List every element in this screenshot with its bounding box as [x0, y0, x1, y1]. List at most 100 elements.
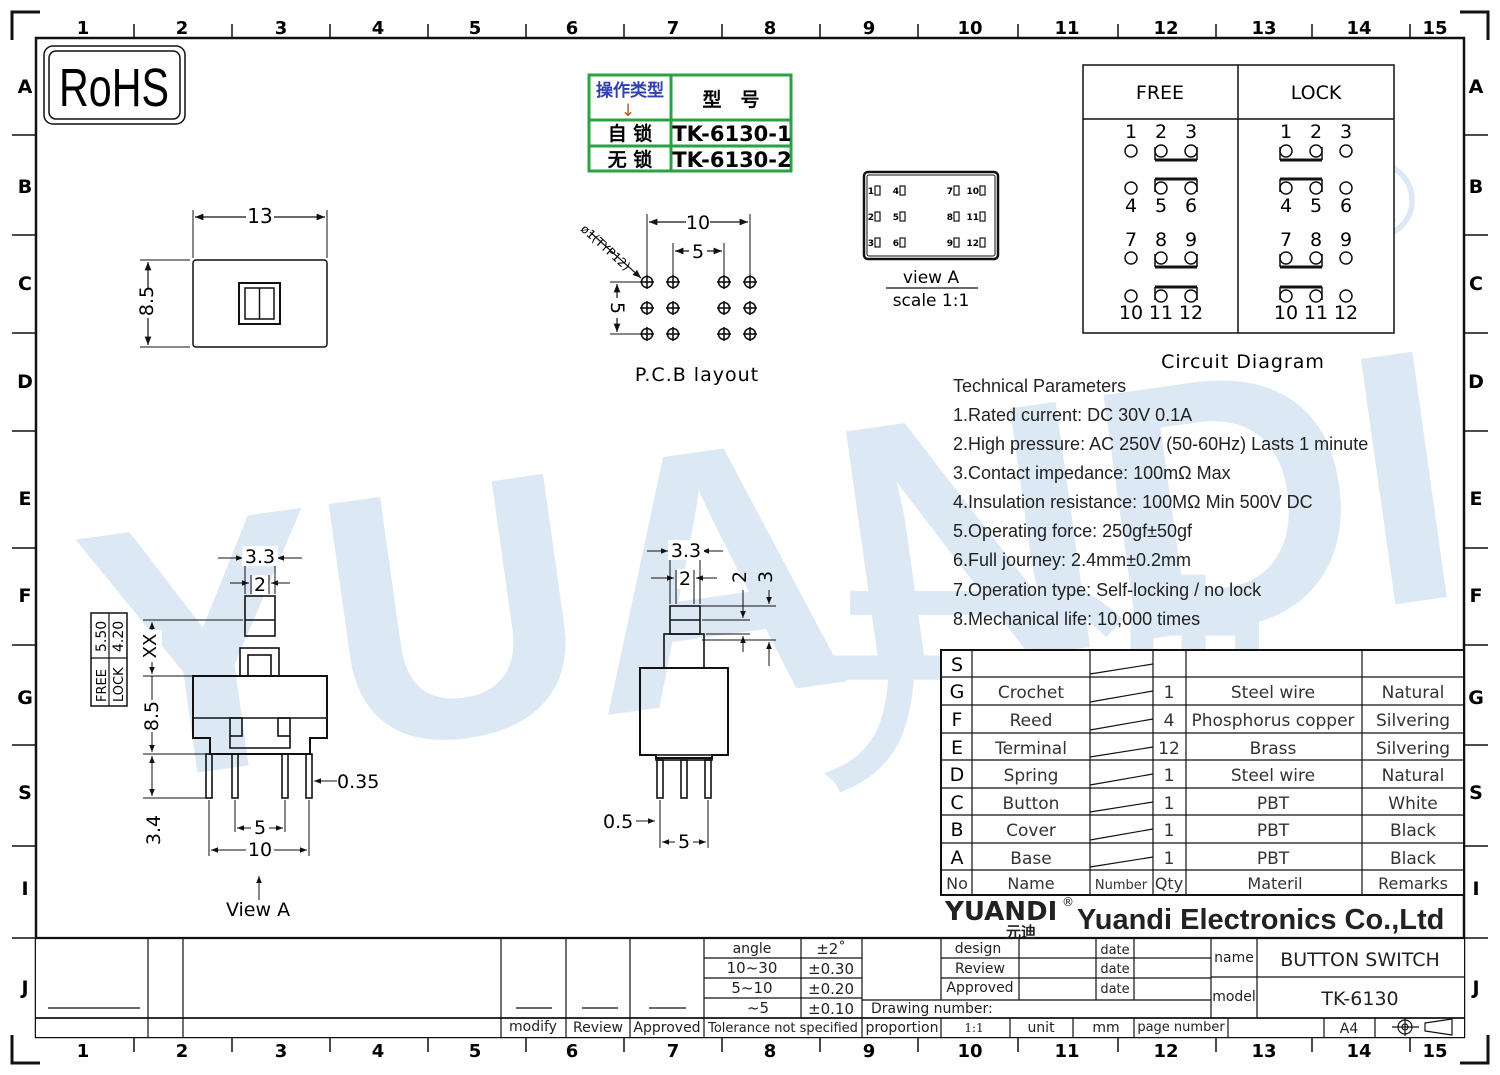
- pcb-hole-note: ø1(TYP12): [578, 222, 633, 274]
- bom-material: Steel wire: [1231, 683, 1315, 703]
- column-label: 13: [1251, 18, 1276, 39]
- row-label: J: [19, 977, 28, 999]
- top-view-height: 8.5: [136, 286, 158, 316]
- model-row-2-model: TK-6130-2: [672, 148, 791, 172]
- column-label: 7: [667, 1041, 680, 1062]
- bom-material: PBT: [1257, 849, 1290, 869]
- bom-no: A: [951, 847, 964, 869]
- view-a-pin-label: 2: [868, 213, 874, 223]
- row-label: S: [1469, 782, 1483, 804]
- tb-modify: modify: [509, 1019, 557, 1035]
- tech-item: 4.Insulation resistance: 100MΩ Min 500V …: [953, 492, 1313, 512]
- column-label: 8: [764, 1041, 777, 1062]
- row-label: G: [17, 687, 33, 709]
- bom-name: Button: [1003, 794, 1060, 814]
- tol-value: ±2˚: [816, 940, 846, 958]
- side-dim-2: 2: [679, 568, 691, 590]
- tb-mm: mm: [1092, 1020, 1119, 1036]
- column-label: 13: [1251, 1041, 1276, 1062]
- tb-approved: Approved: [946, 980, 1013, 996]
- bom-remarks: Natural: [1382, 683, 1445, 703]
- column-label: 5: [469, 1041, 482, 1062]
- column-label: 8: [764, 18, 777, 39]
- bom-qty: 1: [1164, 849, 1175, 869]
- logo-reg: ®: [1062, 895, 1074, 909]
- view-a-pin-label: 1: [868, 187, 874, 197]
- view-a-pin: [874, 237, 881, 248]
- bom-name: Base: [1010, 849, 1051, 869]
- row-label: S: [18, 782, 32, 804]
- front-view-label: View A: [226, 899, 290, 921]
- tech-item: 6.Full journey: 2.4mm±0.2mm: [953, 550, 1191, 570]
- circuit-pin-label: 6: [1185, 195, 1197, 217]
- tol-label: 5~10: [731, 979, 772, 997]
- circuit-contact: [1124, 251, 1138, 265]
- tb-ratio: 1:1: [964, 1021, 983, 1035]
- tech-item: 5.Operating force: 250gf±50gf: [953, 521, 1193, 541]
- bom-qty: 12: [1158, 739, 1180, 759]
- circuit-pin-label: 2: [1155, 121, 1167, 143]
- view-a-pin-label: 6: [893, 239, 899, 249]
- view-a-pin-label: 7: [947, 187, 953, 197]
- tol-label: ~5: [747, 999, 769, 1017]
- model-table-type-header: 操作类型: [596, 80, 664, 101]
- front-dim-pin: 3.4: [143, 815, 165, 845]
- view-a-pin-label: 12: [966, 239, 979, 249]
- bom-no: B: [950, 819, 963, 841]
- pcb-row-pitch: 5: [606, 302, 628, 314]
- tol-note: Tolerance not specified: [707, 1021, 858, 1036]
- circuit-pin-label: 7: [1125, 229, 1137, 251]
- tb-unit: unit: [1027, 1020, 1055, 1036]
- circuit-pin-label: 7: [1280, 229, 1292, 251]
- row-label: J: [1470, 977, 1479, 999]
- bom-remarks: Black: [1390, 849, 1436, 869]
- circuit-pin-label: 11: [1149, 302, 1173, 324]
- circuit-free: FREE: [1136, 82, 1184, 104]
- row-label: F: [1470, 585, 1483, 607]
- column-label: 4: [372, 18, 385, 39]
- side-dim-pitch-5: 5: [678, 831, 690, 853]
- column-label: 15: [1422, 1041, 1447, 1062]
- tb-drawing-number: Drawing number:: [871, 1001, 993, 1017]
- bom-name: Cover: [1006, 821, 1056, 841]
- tech-item: 1.Rated current: DC 30V 0.1A: [953, 405, 1192, 425]
- tb-date: date: [1100, 943, 1129, 958]
- bom-no: S: [951, 654, 963, 676]
- column-label: 9: [863, 18, 876, 39]
- bom-no: G: [950, 681, 965, 703]
- front-dim-3-3: 3.3: [245, 546, 275, 568]
- circuit-pin-label: 1: [1280, 121, 1292, 143]
- circuit-pin-label: 1: [1125, 121, 1137, 143]
- circuit-contact: [1339, 251, 1353, 265]
- column-label: 3: [275, 18, 288, 39]
- side-dim-v2: 2: [729, 571, 751, 583]
- tb-date: date: [1100, 982, 1129, 997]
- bom-qty: 1: [1164, 794, 1175, 814]
- bom-material: Brass: [1250, 739, 1297, 759]
- technical-parameters: Technical Parameters 1.Rated current: DC…: [953, 376, 1368, 629]
- front-dim-xx: XX: [140, 634, 161, 659]
- column-label: 10: [957, 1041, 982, 1062]
- view-a-pin: [953, 211, 960, 222]
- view-a-scale: scale 1:1: [893, 291, 970, 311]
- state-lock: LOCK: [112, 667, 127, 702]
- tol-label: 10~30: [727, 959, 778, 977]
- bom-qty: 1: [1164, 683, 1175, 703]
- state-lock-value: 4.20: [111, 621, 127, 652]
- view-a-pin-label: 3: [868, 239, 874, 249]
- row-label: D: [1468, 371, 1484, 393]
- tb-review: Review: [955, 961, 1005, 977]
- logo: YUANDI: [944, 897, 1057, 927]
- view-a-pin: [953, 237, 960, 248]
- column-label: 2: [176, 1041, 189, 1062]
- bom-header: No: [946, 874, 968, 893]
- view-a-label: view A: [903, 268, 960, 288]
- circuit-pin-label: 3: [1185, 121, 1197, 143]
- circuit-pin-label: 5: [1310, 195, 1322, 217]
- column-label: 12: [1153, 1041, 1178, 1062]
- pcb-caption: P.C.B layout: [635, 364, 759, 386]
- front-view: [143, 552, 337, 900]
